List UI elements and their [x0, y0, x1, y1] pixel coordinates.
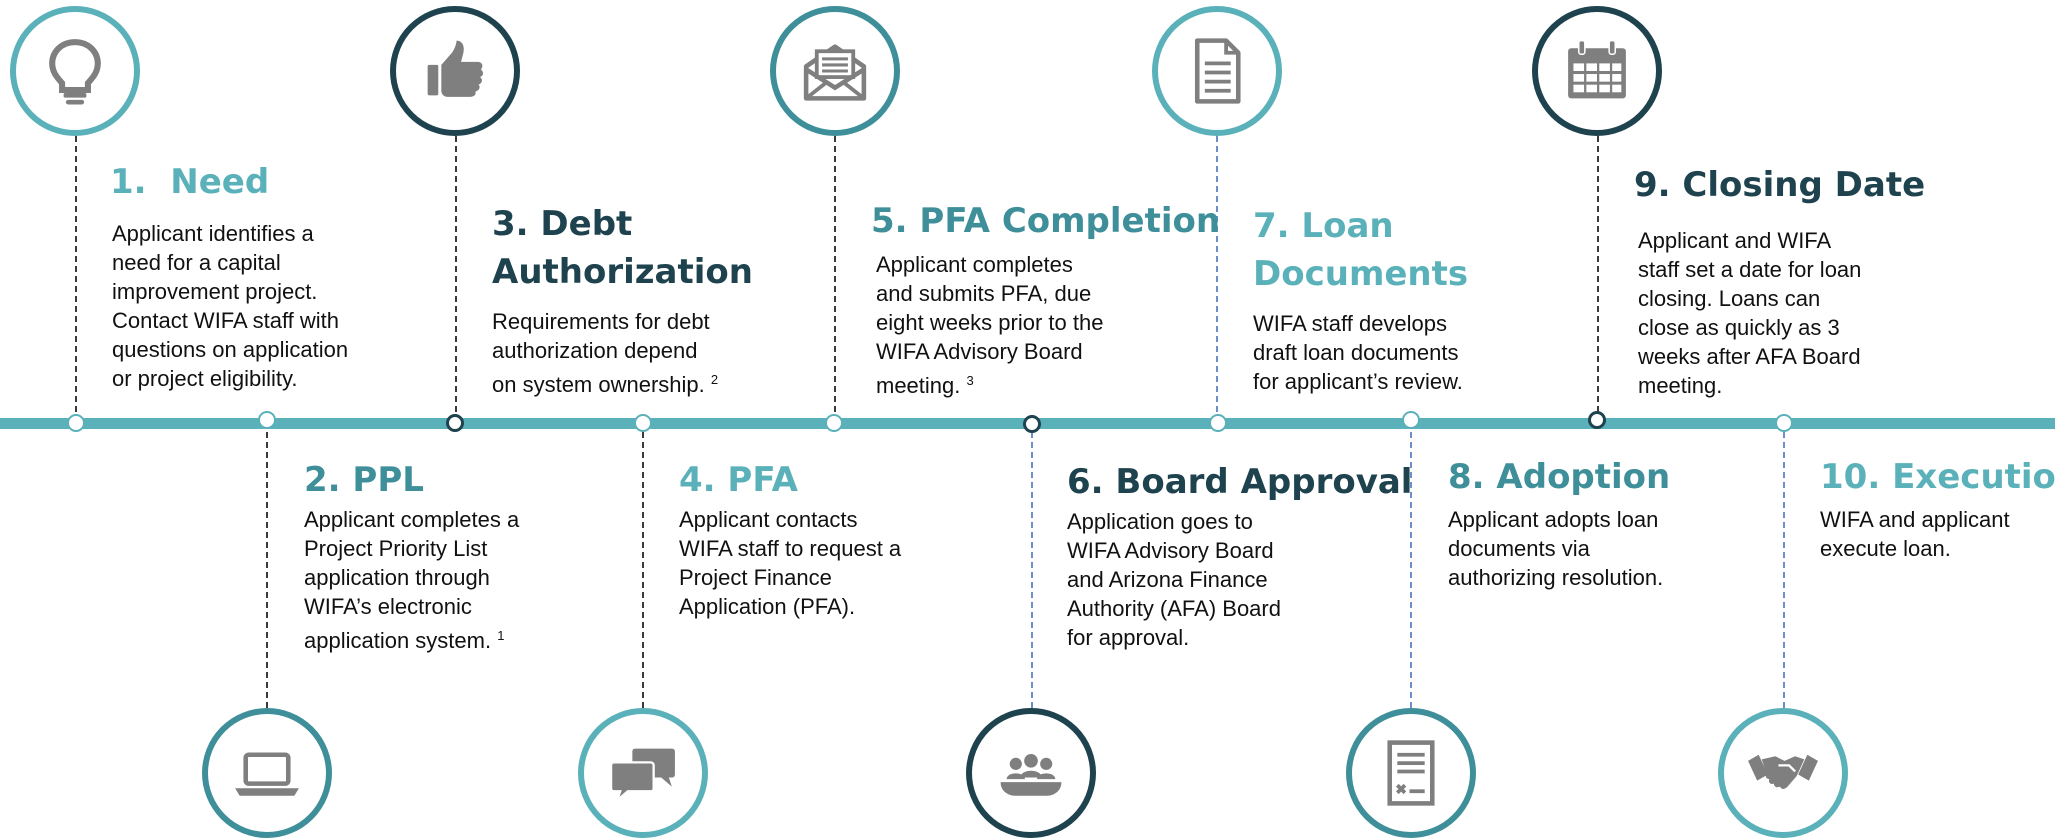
- step-8-title: 8. Adoption: [1448, 457, 1671, 497]
- step-9-title: 9. Closing Date: [1634, 165, 1926, 205]
- connector-line: [1031, 432, 1033, 708]
- envelope-icon: [770, 6, 900, 136]
- timeline-node: [1023, 415, 1041, 433]
- step-4-title: 4. PFA: [679, 460, 798, 500]
- step-10-description: WIFA and applicant execute loan.: [1820, 507, 2010, 561]
- timeline-node: [1209, 414, 1227, 432]
- calendar-icon: [1532, 6, 1662, 136]
- meeting-icon: [966, 708, 1096, 838]
- connector-line: [75, 136, 77, 422]
- timeline-node: [825, 414, 843, 432]
- connector-line: [642, 432, 644, 708]
- step-6-title: 6. Board Approval: [1067, 462, 1413, 502]
- chat-bubbles-icon: [578, 708, 708, 838]
- timeline-node: [258, 411, 276, 429]
- step-10-title: 10. Execution: [1820, 457, 2055, 497]
- laptop-icon: [202, 708, 332, 838]
- step-5-title: 5. PFA Completion: [871, 201, 1221, 241]
- timeline-node: [1402, 411, 1420, 429]
- step-9-description: Applicant and WIFA staff set a date for …: [1638, 228, 1862, 398]
- connector-line: [266, 432, 268, 708]
- timeline-node: [446, 414, 464, 432]
- step-2-title: 2. PPL: [304, 460, 424, 500]
- step-4-description: Applicant contacts WIFA staff to request…: [679, 507, 902, 619]
- connector-line: [834, 136, 836, 422]
- document-icon: [1152, 6, 1282, 136]
- lightbulb-icon: [10, 6, 140, 136]
- step-7-description: WIFA staff develops draft loan documents…: [1253, 311, 1463, 394]
- connector-line: [1410, 432, 1412, 708]
- signed-form-icon: [1346, 708, 1476, 838]
- thumbs-up-icon: [390, 6, 520, 136]
- step-2-description: Applicant completes a Project Priority L…: [304, 507, 520, 653]
- step-3-description: Requirements for debt authorization depe…: [492, 309, 719, 397]
- step-5-description: Applicant completes and submits PFA, due…: [876, 252, 1104, 398]
- timeline-node: [67, 414, 85, 432]
- connector-line: [455, 136, 457, 422]
- connector-line: [1216, 136, 1218, 422]
- step-1-title: 1. Need: [110, 162, 270, 202]
- connector-line: [1597, 136, 1599, 422]
- timeline-node: [1588, 411, 1606, 429]
- step-1-description: Applicant identifies a need for a capita…: [112, 221, 349, 391]
- handshake-icon: [1718, 708, 1848, 838]
- timeline-node: [1775, 414, 1793, 432]
- timeline-node: [634, 414, 652, 432]
- step-6-description: Application goes to WIFA Advisory Board …: [1067, 509, 1281, 650]
- connector-line: [1783, 432, 1785, 708]
- step-8-description: Applicant adopts loan documents via auth…: [1448, 507, 1664, 590]
